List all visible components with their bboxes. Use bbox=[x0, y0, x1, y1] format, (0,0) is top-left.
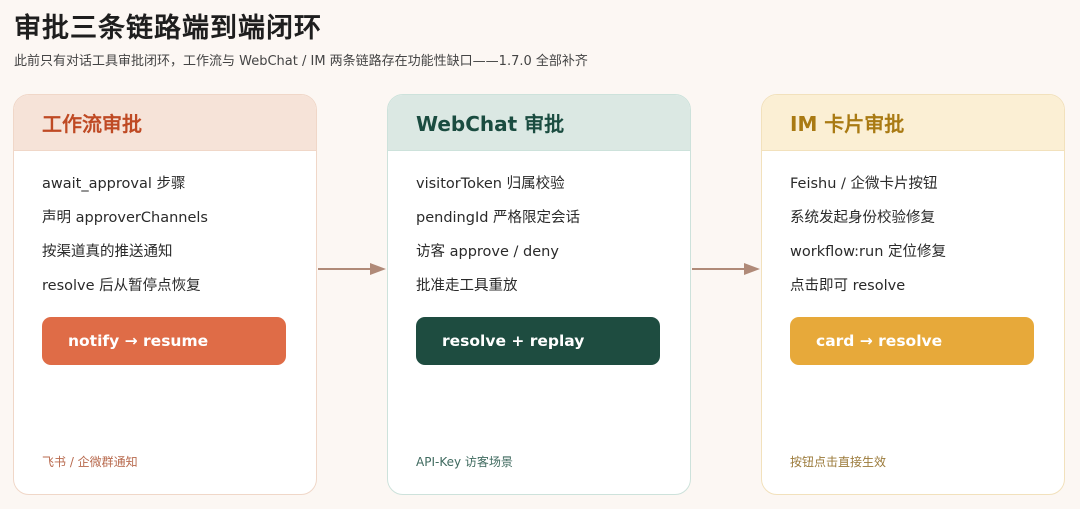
card-item: workflow:run 定位修复 bbox=[790, 244, 946, 260]
card-resolve-pill: card → resolve bbox=[790, 317, 1034, 365]
card-item: pendingId 严格限定会话 bbox=[416, 210, 581, 226]
card-item: 系统发起身份校验修复 bbox=[790, 210, 935, 226]
page-subtitle: 此前只有对话工具审批闭环，工作流与 WebChat / IM 两条链路存在功能性… bbox=[14, 54, 588, 69]
card-title: 工作流审批 bbox=[14, 95, 316, 151]
card-item: 访客 approve / deny bbox=[416, 244, 559, 260]
webchat-approval-card: WebChat 审批 visitorToken 归属校验 pendingId 严… bbox=[387, 94, 691, 495]
card-note: 按钮点击直接生效 bbox=[790, 455, 887, 469]
notify-resume-pill: notify → resume bbox=[42, 317, 286, 365]
card-item: 按渠道真的推送通知 bbox=[42, 244, 173, 260]
card-item: 点击即可 resolve bbox=[790, 278, 906, 294]
flow-arrow-icon bbox=[692, 263, 760, 275]
workflow-approval-card: 工作流审批 await_approval 步骤 声明 approverChann… bbox=[13, 94, 317, 495]
card-item: 批准走工具重放 bbox=[416, 278, 518, 294]
card-item: resolve 后从暂停点恢复 bbox=[42, 278, 201, 294]
page-title: 审批三条链路端到端闭环 bbox=[14, 13, 322, 44]
card-item-list: Feishu / 企微卡片按钮 系统发起身份校验修复 workflow:run … bbox=[762, 151, 1064, 303]
card-note: API-Key 访客场景 bbox=[416, 455, 513, 469]
card-item: visitorToken 归属校验 bbox=[416, 176, 565, 192]
card-title: IM 卡片审批 bbox=[762, 95, 1064, 151]
card-title: WebChat 审批 bbox=[388, 95, 690, 151]
card-item-list: await_approval 步骤 声明 approverChannels 按渠… bbox=[14, 151, 316, 303]
card-item: await_approval 步骤 bbox=[42, 176, 186, 192]
card-note: 飞书 / 企微群通知 bbox=[42, 455, 138, 469]
flow-arrow-icon bbox=[318, 263, 386, 275]
im-card-approval-card: IM 卡片审批 Feishu / 企微卡片按钮 系统发起身份校验修复 workf… bbox=[761, 94, 1065, 495]
resolve-replay-pill: resolve + replay bbox=[416, 317, 660, 365]
card-item-list: visitorToken 归属校验 pendingId 严格限定会话 访客 ap… bbox=[388, 151, 690, 303]
card-item: 声明 approverChannels bbox=[42, 210, 208, 226]
card-item: Feishu / 企微卡片按钮 bbox=[790, 176, 938, 192]
